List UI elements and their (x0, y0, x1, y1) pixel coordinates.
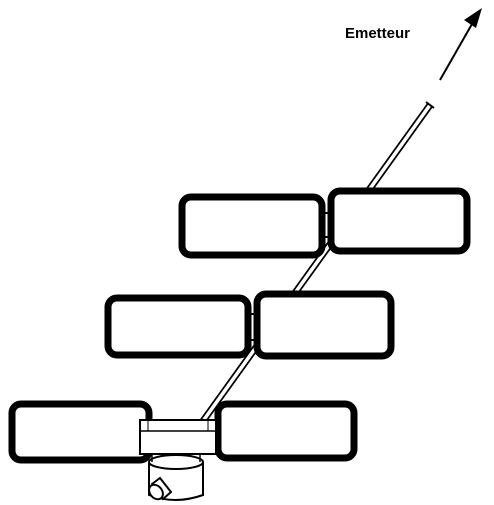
panel-top-left (178, 193, 326, 259)
panel-middle-left (104, 294, 252, 359)
panel-middle-right (253, 290, 395, 360)
panel-row-middle (104, 290, 395, 360)
mast-clamp (148, 454, 204, 501)
boom-tip (425, 101, 435, 109)
mount-hub (139, 419, 217, 455)
panel-top-right (327, 187, 471, 255)
arrow-shaft (439, 23, 473, 81)
transmitter-label: Emetteur (345, 25, 410, 42)
clamp-screw (148, 476, 173, 501)
panel-bottom-right (214, 400, 358, 462)
transmitter-direction-arrow (439, 8, 482, 81)
antenna-boom (195, 101, 435, 431)
panel-row-top (178, 187, 471, 259)
arrow-head (464, 8, 482, 28)
panel-row-bottom (8, 400, 358, 501)
panel-bottom-left (8, 400, 153, 464)
